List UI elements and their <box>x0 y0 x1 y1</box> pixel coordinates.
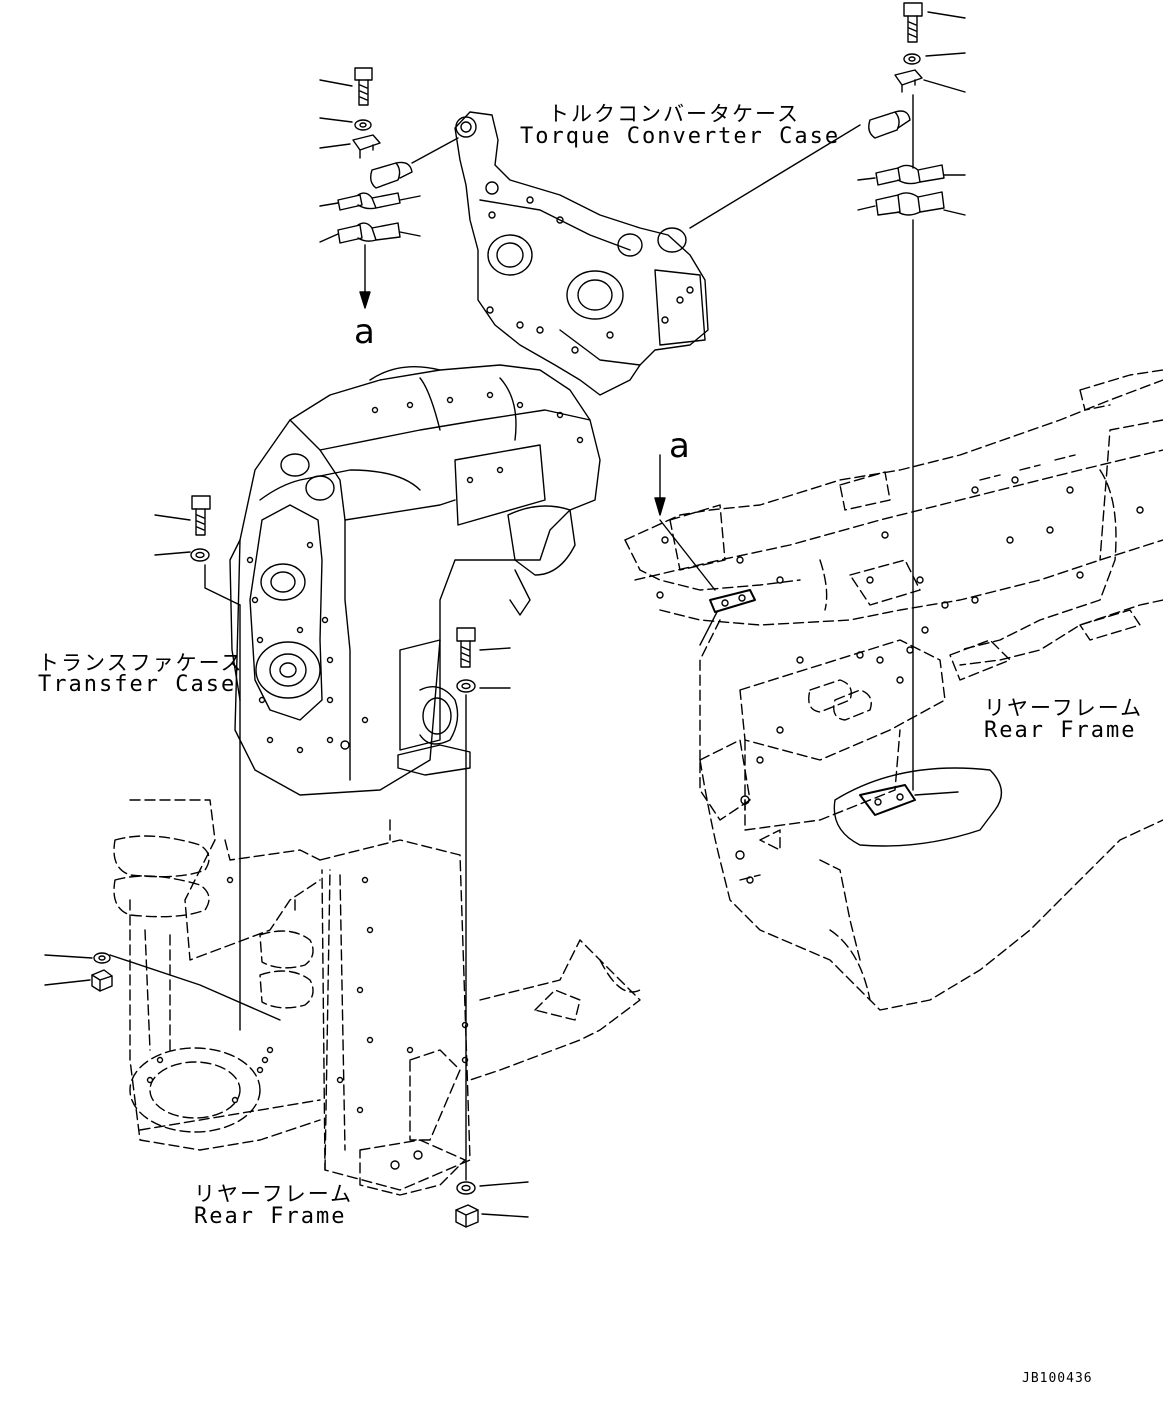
rear-frame-right <box>625 370 1163 1010</box>
bracket-center-right <box>655 455 755 645</box>
rear-frame-bottom-label-en: Rear Frame <box>194 1204 347 1229</box>
torque-converter-case-label-jp: トルクコンバータケース <box>548 102 800 126</box>
fastener-stack-top-left <box>320 68 458 308</box>
transfer-case-label-en: Transfer Case <box>38 672 237 697</box>
view-marker-a-top: a <box>354 312 375 352</box>
fastener-stack-top-right <box>690 3 965 790</box>
torque-converter-case-label-en: Torque Converter Case <box>520 124 841 149</box>
rear-frame-left-holes <box>148 878 468 1170</box>
fastener-stack-center <box>456 628 528 1227</box>
bracket-highlight-area <box>834 768 1001 846</box>
rear-frame-right-holes <box>657 477 1143 883</box>
rear-frame-bottom-label-jp: リヤーフレーム <box>194 1182 354 1206</box>
fastener-stack-left <box>45 496 280 1030</box>
transfer-case-label-jp: トランスファケース <box>38 651 244 675</box>
view-marker-a-mid: a <box>669 426 690 466</box>
torque-converter-case <box>455 112 708 395</box>
label-leaders <box>915 792 958 795</box>
drawing-code: JB100436 <box>1022 1371 1093 1386</box>
transmission-body <box>230 365 600 795</box>
rear-frame-right-label-jp: リヤーフレーム <box>984 696 1144 720</box>
rear-frame-left <box>114 800 640 1195</box>
rear-frame-right-label-en: Rear Frame <box>984 718 1137 743</box>
